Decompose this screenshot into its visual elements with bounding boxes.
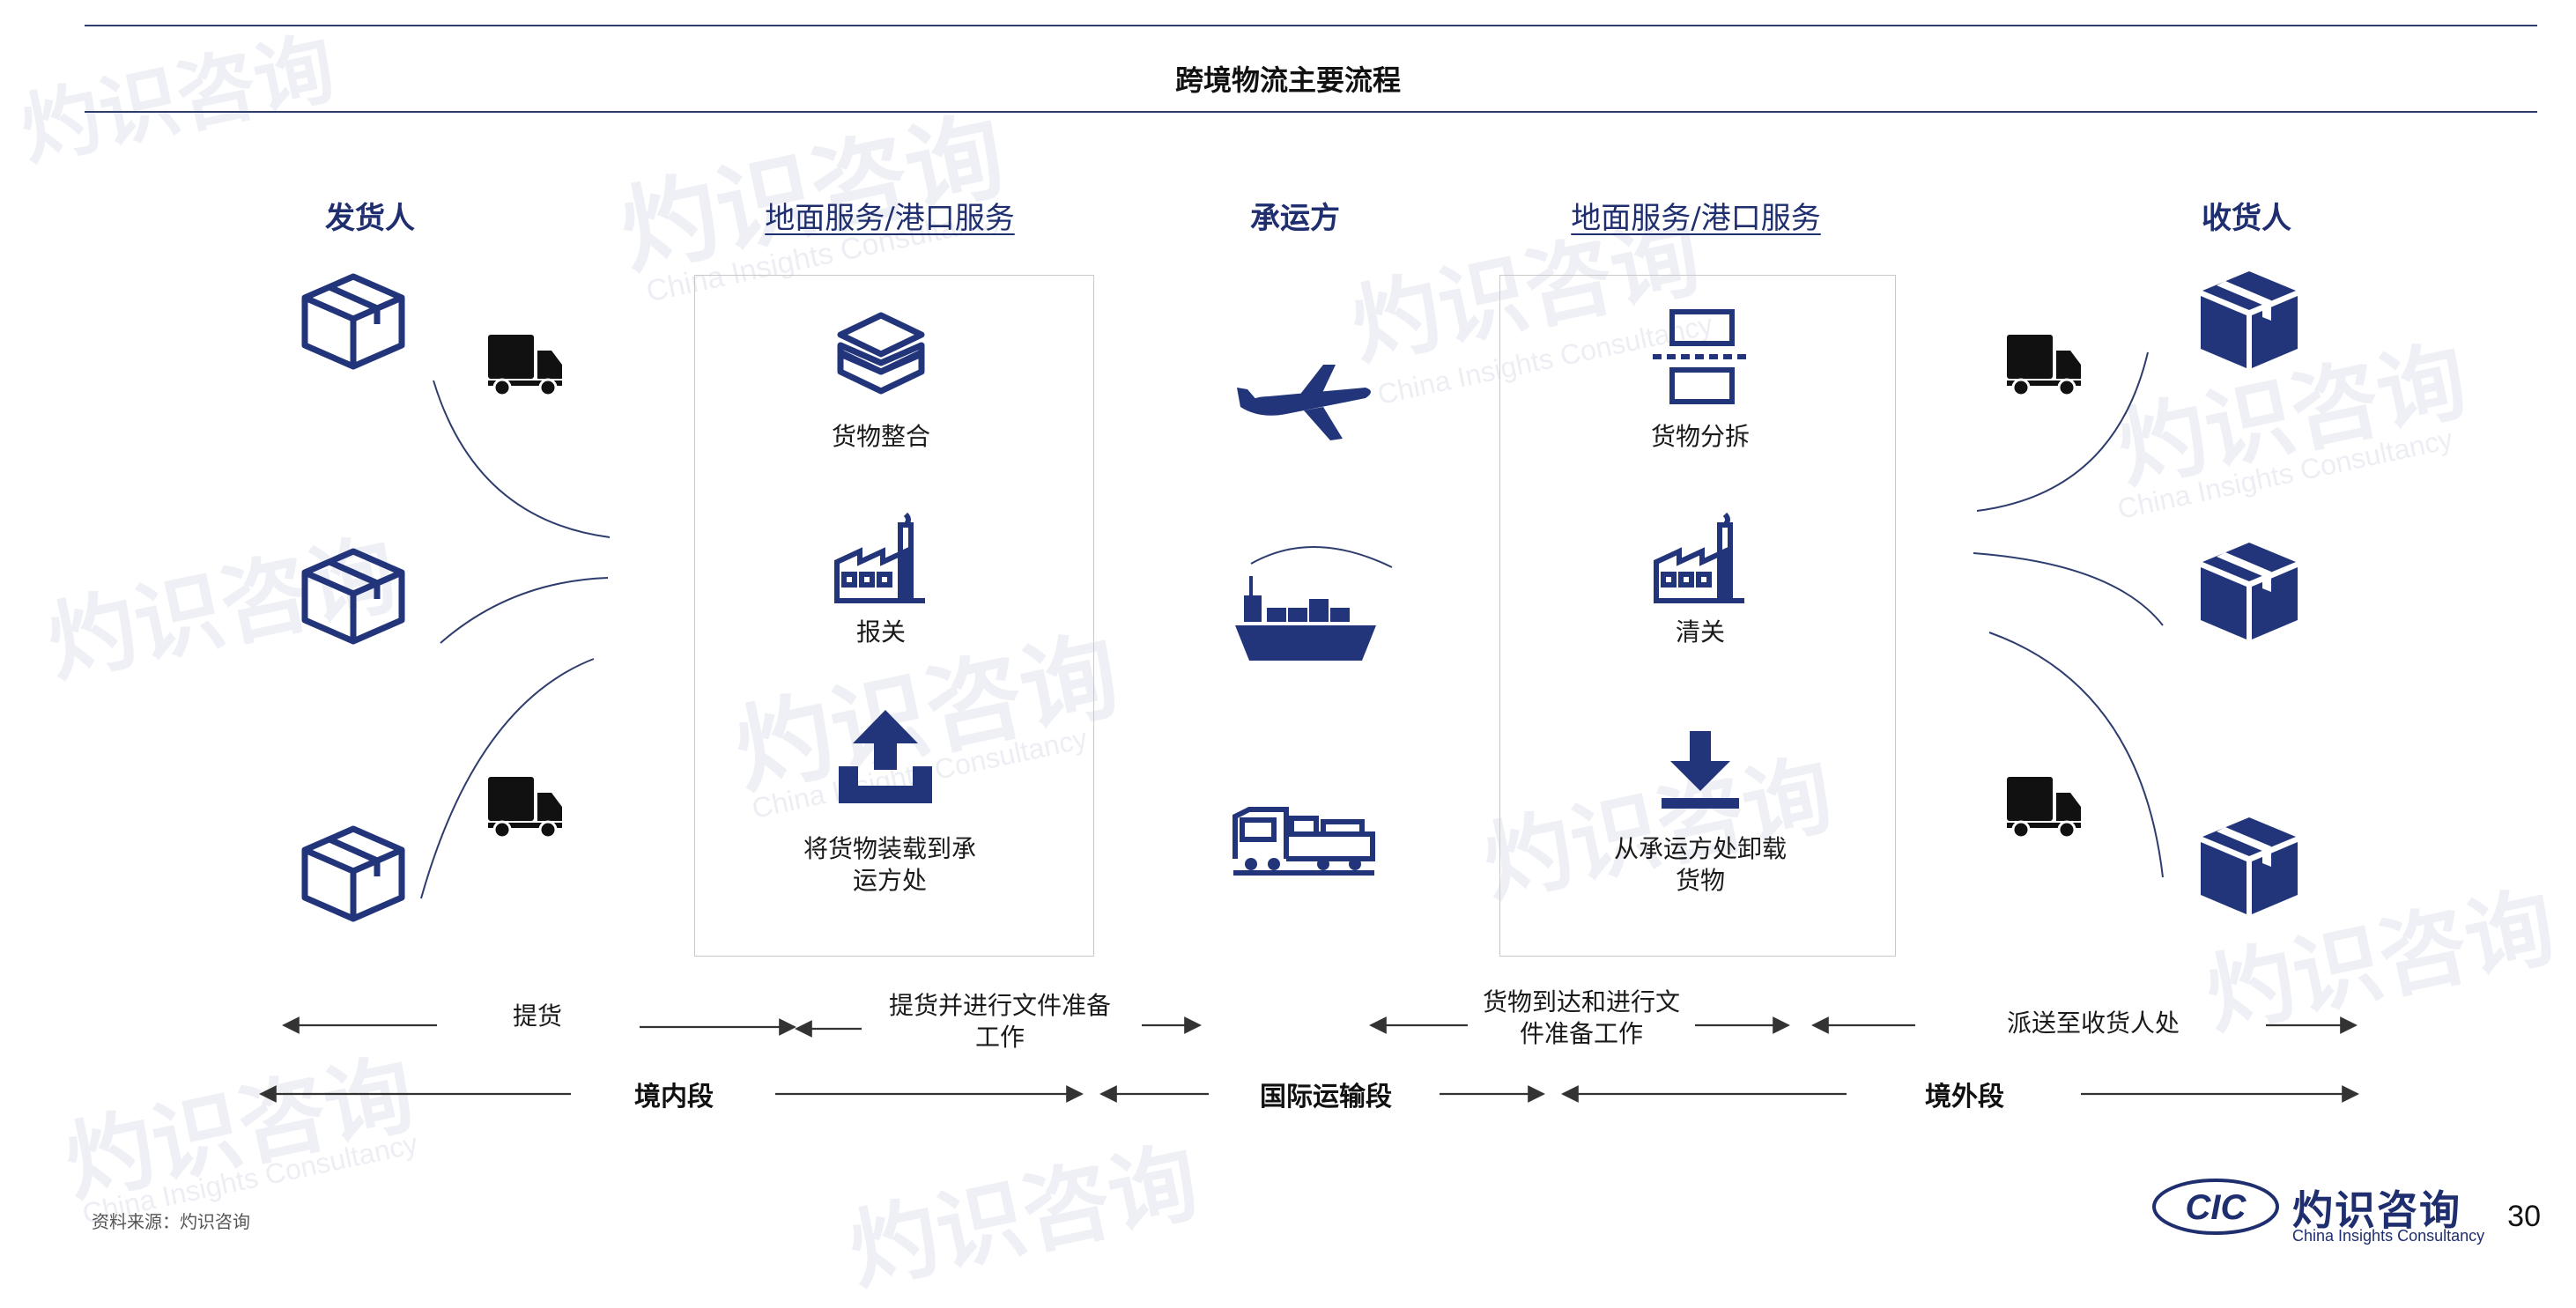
package-filled-icon: [2201, 817, 2298, 914]
logo-text-cn: 灼识咨询: [2292, 1186, 2461, 1234]
service-label-customs-import: 清关: [1675, 617, 1725, 647]
package-icon: [301, 273, 405, 370]
service-label-customs-export: 报关: [855, 617, 906, 647]
title-rule: [85, 111, 2537, 113]
package-icon: [301, 825, 405, 922]
source-note: 资料来源：灼识咨询: [92, 1211, 250, 1232]
segment-overseas: 境外段: [1925, 1082, 2004, 1112]
left-services-panel: [694, 275, 1094, 957]
service-label-consolidation: 货物整合: [831, 422, 930, 451]
cic-logo-mark: CIC: [2186, 1188, 2247, 1227]
step-arrival-docs-line2: 件准备工作: [1519, 1019, 1643, 1048]
download-icon: [1662, 731, 1739, 809]
header-ground-right: 地面服务/港口服务: [1571, 201, 1821, 236]
step-arrival-docs: 货物到达和进行文 件准备工作: [1445, 987, 1718, 1050]
service-label-unloading: 从承运方处卸载 货物: [1568, 833, 1832, 897]
service-label-loading: 将货物装载到承 运方处: [758, 833, 1022, 897]
cic-logo: CIC: [2152, 1179, 2279, 1235]
step-delivery: 派送至收货人处: [2006, 1009, 2180, 1038]
factory-icon: [1654, 512, 1744, 603]
package-filled-icon: [2201, 271, 2298, 368]
loading-line2: 运方处: [852, 866, 927, 895]
step-pickup-docs: 提货并进行文件准备 工作: [846, 990, 1154, 1053]
factory-icon: [834, 512, 925, 603]
step-arrival-docs-line1: 货物到达和进行文: [1482, 987, 1680, 1016]
layers-icon: [837, 312, 925, 395]
step-pickup-docs-line1: 提货并进行文件准备: [888, 991, 1111, 1020]
truck-icon: [488, 777, 562, 839]
step-pickup-docs-line2: 工作: [974, 1023, 1025, 1052]
train-icon: [1232, 807, 1375, 876]
header-shipper: 发货人: [325, 201, 415, 236]
logo-text-en: China Insights Consultancy: [2292, 1227, 2485, 1245]
loading-line1: 将货物装载到承: [803, 834, 976, 863]
page-number: 30: [2507, 1200, 2541, 1233]
page-title: 跨境物流主要流程: [1174, 63, 1401, 97]
truck-icon: [2007, 335, 2081, 397]
package-icon: [301, 548, 405, 645]
segment-international: 国际运输段: [1260, 1082, 1392, 1112]
step-pickup: 提货: [512, 1001, 562, 1031]
airplane-icon: [1237, 365, 1371, 440]
service-label-deconsolidation: 货物分拆: [1650, 422, 1750, 451]
top-rule: [85, 25, 2537, 26]
header-ground-left: 地面服务/港口服务: [765, 201, 1015, 236]
truck-icon: [488, 335, 562, 397]
unloading-line2: 货物: [1675, 866, 1725, 895]
segment-domestic: 境内段: [634, 1082, 714, 1112]
flow-curves: [420, 351, 2164, 899]
split-icon: [1653, 309, 1746, 404]
right-services-panel: [1499, 275, 1896, 957]
truck-icon: [2007, 777, 2081, 839]
ship-icon: [1235, 576, 1376, 661]
unloading-line1: 从承运方处卸载: [1613, 834, 1787, 863]
process-arrows: [259, 1016, 2359, 1103]
upload-icon: [839, 710, 932, 803]
header-carrier: 承运方: [1250, 201, 1340, 236]
header-consignee: 收货人: [2202, 201, 2291, 236]
package-filled-icon: [2201, 543, 2298, 639]
